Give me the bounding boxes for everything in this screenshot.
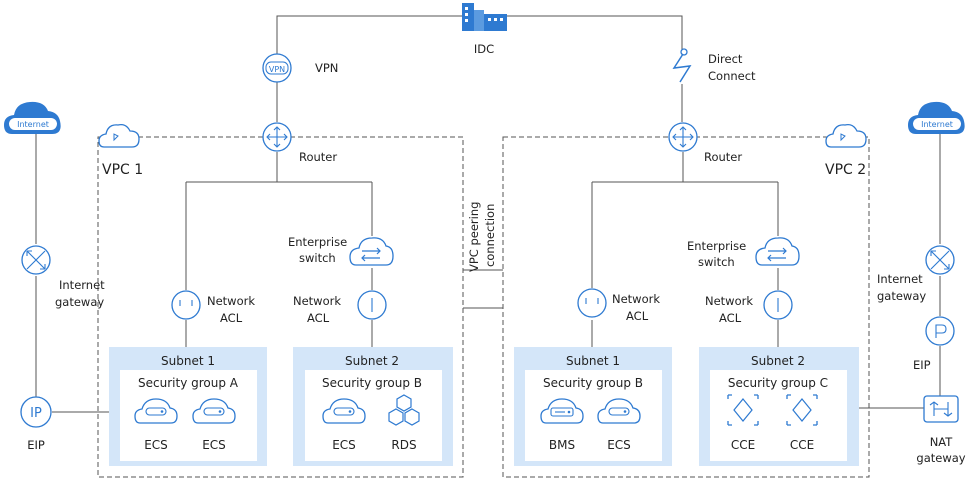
left-gateway-label-2: gateway bbox=[55, 295, 104, 309]
right-eip-label: EIP bbox=[913, 358, 931, 372]
ecs-icon bbox=[192, 398, 236, 424]
security-group-label: Security group C bbox=[728, 376, 828, 390]
vpc1-enterprise-switch-icon bbox=[349, 237, 394, 266]
svg-text:IP: IP bbox=[30, 406, 42, 421]
vpc1-label: VPC 1 bbox=[102, 162, 143, 178]
idc-label: IDC bbox=[474, 42, 494, 56]
cce-icon bbox=[786, 394, 818, 426]
vpc2-subnet1: Subnet 1 Security group B bbox=[514, 347, 672, 466]
vpc1-enterprise-switch-label-2: switch bbox=[299, 251, 336, 265]
resource-label: ECS bbox=[332, 438, 356, 452]
internet-gateway-icon-right bbox=[925, 245, 955, 275]
resource-label: RDS bbox=[391, 438, 416, 452]
subnet-title: Subnet 2 bbox=[345, 354, 399, 368]
internet-label: Internet bbox=[921, 120, 953, 129]
left-gateway-label-1: Internet bbox=[59, 278, 105, 292]
vpc-peering-label-2: connection bbox=[483, 204, 497, 267]
security-group-label: Security group B bbox=[322, 376, 422, 390]
eip-icon-left: IP bbox=[20, 396, 52, 428]
ecs-icon bbox=[134, 398, 178, 424]
vpc2-acl-left-icon bbox=[577, 288, 607, 318]
vpc2-acl-left-label-2: ACL bbox=[626, 309, 649, 323]
vpc1-acl-right-icon bbox=[357, 290, 387, 320]
vpc2-acl-right-icon bbox=[763, 290, 793, 320]
vpc2-acl-left-label-1: Network bbox=[612, 292, 660, 306]
vpc2-acl-right-label-2: ACL bbox=[719, 311, 742, 325]
nat-gateway-label-1: NAT bbox=[930, 435, 954, 449]
security-group-label: Security group B bbox=[543, 376, 643, 390]
vpc1-router-icon bbox=[262, 122, 292, 152]
resource-label: ECS bbox=[202, 438, 226, 452]
vpc1-router-label: Router bbox=[299, 150, 337, 164]
vpn-icon: VPN bbox=[262, 53, 292, 83]
right-gateway-label-2: gateway bbox=[877, 289, 926, 303]
vpc2-enterprise-switch-label-2: switch bbox=[698, 255, 735, 269]
subnet-title: Subnet 2 bbox=[751, 354, 805, 368]
resource-label: ECS bbox=[607, 438, 631, 452]
eip-icon-right bbox=[925, 316, 955, 346]
vpc1-subnet2: Subnet 2 Security group B bbox=[293, 347, 453, 466]
resource-label: CCE bbox=[731, 438, 755, 452]
internet-label: Internet bbox=[17, 120, 49, 129]
rds-icon bbox=[388, 394, 420, 426]
vpc1-boundary bbox=[97, 136, 464, 478]
internet-cloud-icon-right: Internet bbox=[908, 101, 965, 134]
subnet-title: Subnet 1 bbox=[566, 354, 620, 368]
vpc2-subnet2: Subnet 2 Security group C bbox=[699, 347, 859, 466]
left-eip-label: EIP bbox=[27, 438, 45, 452]
resource-label: BMS bbox=[549, 438, 575, 452]
ecs-icon bbox=[322, 398, 366, 424]
vpc2-enterprise-switch-icon bbox=[755, 237, 800, 266]
vpc1-acl-left-label-1: Network bbox=[207, 294, 255, 308]
right-gateway-label-1: Internet bbox=[877, 272, 923, 286]
vpc1-acl-left-icon bbox=[171, 290, 201, 320]
vpc-peering-label-1: VPC peering bbox=[467, 202, 481, 272]
vpc2-acl-right-label-1: Network bbox=[705, 294, 753, 308]
bms-icon bbox=[540, 398, 584, 424]
vpc1-subnet1: Subnet 1 Security group A bbox=[109, 347, 267, 466]
direct-connect-label-1: Direct bbox=[708, 52, 743, 66]
vpc2-boundary bbox=[502, 136, 870, 478]
idc-icon bbox=[462, 3, 507, 31]
vpc2-enterprise-switch-label-1: Enterprise bbox=[687, 239, 746, 253]
svg-text:VPN: VPN bbox=[269, 65, 285, 74]
ecs-icon bbox=[597, 398, 641, 424]
nat-gateway-label-2: gateway bbox=[916, 451, 965, 465]
vpc2-label: VPC 2 bbox=[825, 162, 866, 178]
internet-cloud-icon-left: Internet bbox=[4, 101, 61, 134]
direct-connect-label-2: Connect bbox=[708, 69, 756, 83]
internet-gateway-icon-left bbox=[21, 245, 51, 275]
vpc2-router-label: Router bbox=[704, 150, 742, 164]
security-group-label: Security group A bbox=[138, 376, 239, 390]
vpc1-cloud-icon bbox=[98, 123, 140, 148]
resource-label: CCE bbox=[790, 438, 814, 452]
vpc2-cloud-icon bbox=[825, 123, 867, 148]
vpc2-router-icon bbox=[668, 122, 698, 152]
nat-gateway-icon bbox=[923, 395, 959, 423]
vpc1-acl-right-label-2: ACL bbox=[307, 311, 330, 325]
vpc1-enterprise-switch-label-1: Enterprise bbox=[288, 235, 347, 249]
vpn-label: VPN bbox=[315, 61, 338, 75]
vpc1-acl-right-label-1: Network bbox=[293, 294, 341, 308]
subnet-title: Subnet 1 bbox=[161, 354, 215, 368]
resource-label: ECS bbox=[144, 438, 168, 452]
cce-icon bbox=[727, 394, 759, 426]
direct-connect-icon bbox=[672, 48, 692, 83]
vpc1-acl-left-label-2: ACL bbox=[220, 311, 243, 325]
